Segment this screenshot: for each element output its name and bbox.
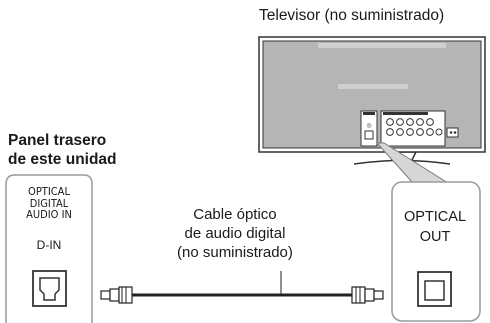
tv-port-label: OPTICAL OUT xyxy=(403,209,467,245)
optical-cable xyxy=(100,271,384,304)
unit-callout-box xyxy=(5,174,93,323)
panel-title: Panel trasero de este unidad xyxy=(8,132,117,168)
optical-port-icon xyxy=(32,270,67,307)
unit-port-label: OPTICAL DIGITAL AUDIO IN xyxy=(26,185,72,221)
svg-text:◎: ◎ xyxy=(366,122,371,129)
tv-callout xyxy=(375,142,481,322)
cable-caption: Cable óptico de audio digital (no sumini… xyxy=(177,206,293,261)
optical-port-icon xyxy=(417,271,452,307)
tv-rear-panel: ◎ xyxy=(360,110,459,147)
unit-port-sublabel: D-IN xyxy=(36,238,62,252)
tv-caption: Televisor (no suministrado) xyxy=(259,7,445,24)
